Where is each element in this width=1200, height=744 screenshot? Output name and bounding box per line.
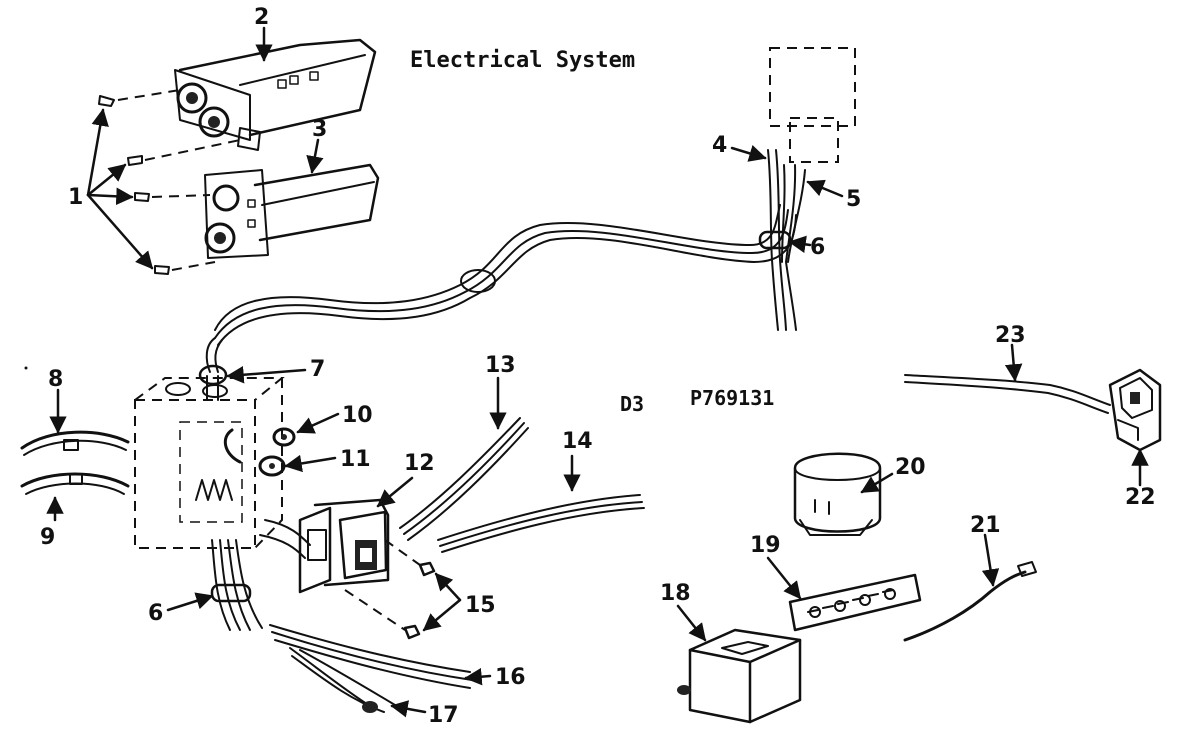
callout-4: 4 [712, 133, 727, 158]
callout-16: 16 [495, 665, 526, 690]
part-16-17-wires [269, 624, 473, 713]
callout-18: 18 [660, 581, 691, 606]
part-19-terminal-strip [788, 573, 922, 632]
callout-5: 5 [846, 187, 861, 212]
callout-arrows [46, 26, 1149, 718]
callout-2: 2 [254, 5, 269, 30]
callout-6-upper: 6 [810, 235, 825, 260]
part-1-screws [86, 89, 241, 275]
part-3-terminal-block [204, 163, 380, 259]
wire-harness-main [205, 204, 797, 373]
part-12-relay [298, 498, 421, 631]
part-22-23-switch [904, 368, 1162, 452]
callout-13: 13 [485, 353, 516, 378]
callout-15: 15 [465, 593, 496, 618]
diagram-code-part: P769131 [690, 386, 774, 410]
callout-22: 22 [1125, 485, 1156, 510]
callout-6-lower: 6 [148, 601, 163, 626]
callout-19: 19 [750, 533, 781, 558]
part-8-9-clips [20, 430, 130, 495]
callout-9: 9 [40, 525, 55, 550]
part-2-terminal-block [174, 38, 377, 151]
callout-10: 10 [342, 403, 373, 428]
junction-box [134, 364, 285, 549]
callout-8: 8 [48, 367, 63, 392]
diagram-title: Electrical System [410, 48, 635, 73]
callout-21: 21 [970, 513, 1001, 538]
callout-17: 17 [428, 703, 459, 728]
part-10-11-connectors [258, 427, 296, 477]
part-13-14-leads [399, 417, 645, 553]
callout-labels: 2 3 1 4 5 6 7 8 9 10 11 12 13 14 15 16 1… [40, 5, 1156, 728]
callout-3: 3 [312, 117, 327, 142]
part-20-capacitor [793, 452, 882, 536]
callout-1: 1 [68, 185, 83, 210]
callout-11: 11 [340, 447, 371, 472]
stray-dot [24, 366, 28, 370]
callout-20: 20 [895, 455, 926, 480]
callout-14: 14 [562, 429, 593, 454]
part-21-lead [903, 561, 1037, 642]
part-15-screws [403, 561, 462, 640]
part-4-5-wire-bundle [758, 47, 856, 331]
part-18-transformer [677, 628, 802, 724]
lower-wire-bundle [210, 519, 311, 631]
callout-23: 23 [995, 323, 1026, 348]
diagram-code-d3: D3 [620, 392, 644, 416]
callout-12: 12 [404, 451, 435, 476]
callout-7: 7 [310, 357, 325, 382]
